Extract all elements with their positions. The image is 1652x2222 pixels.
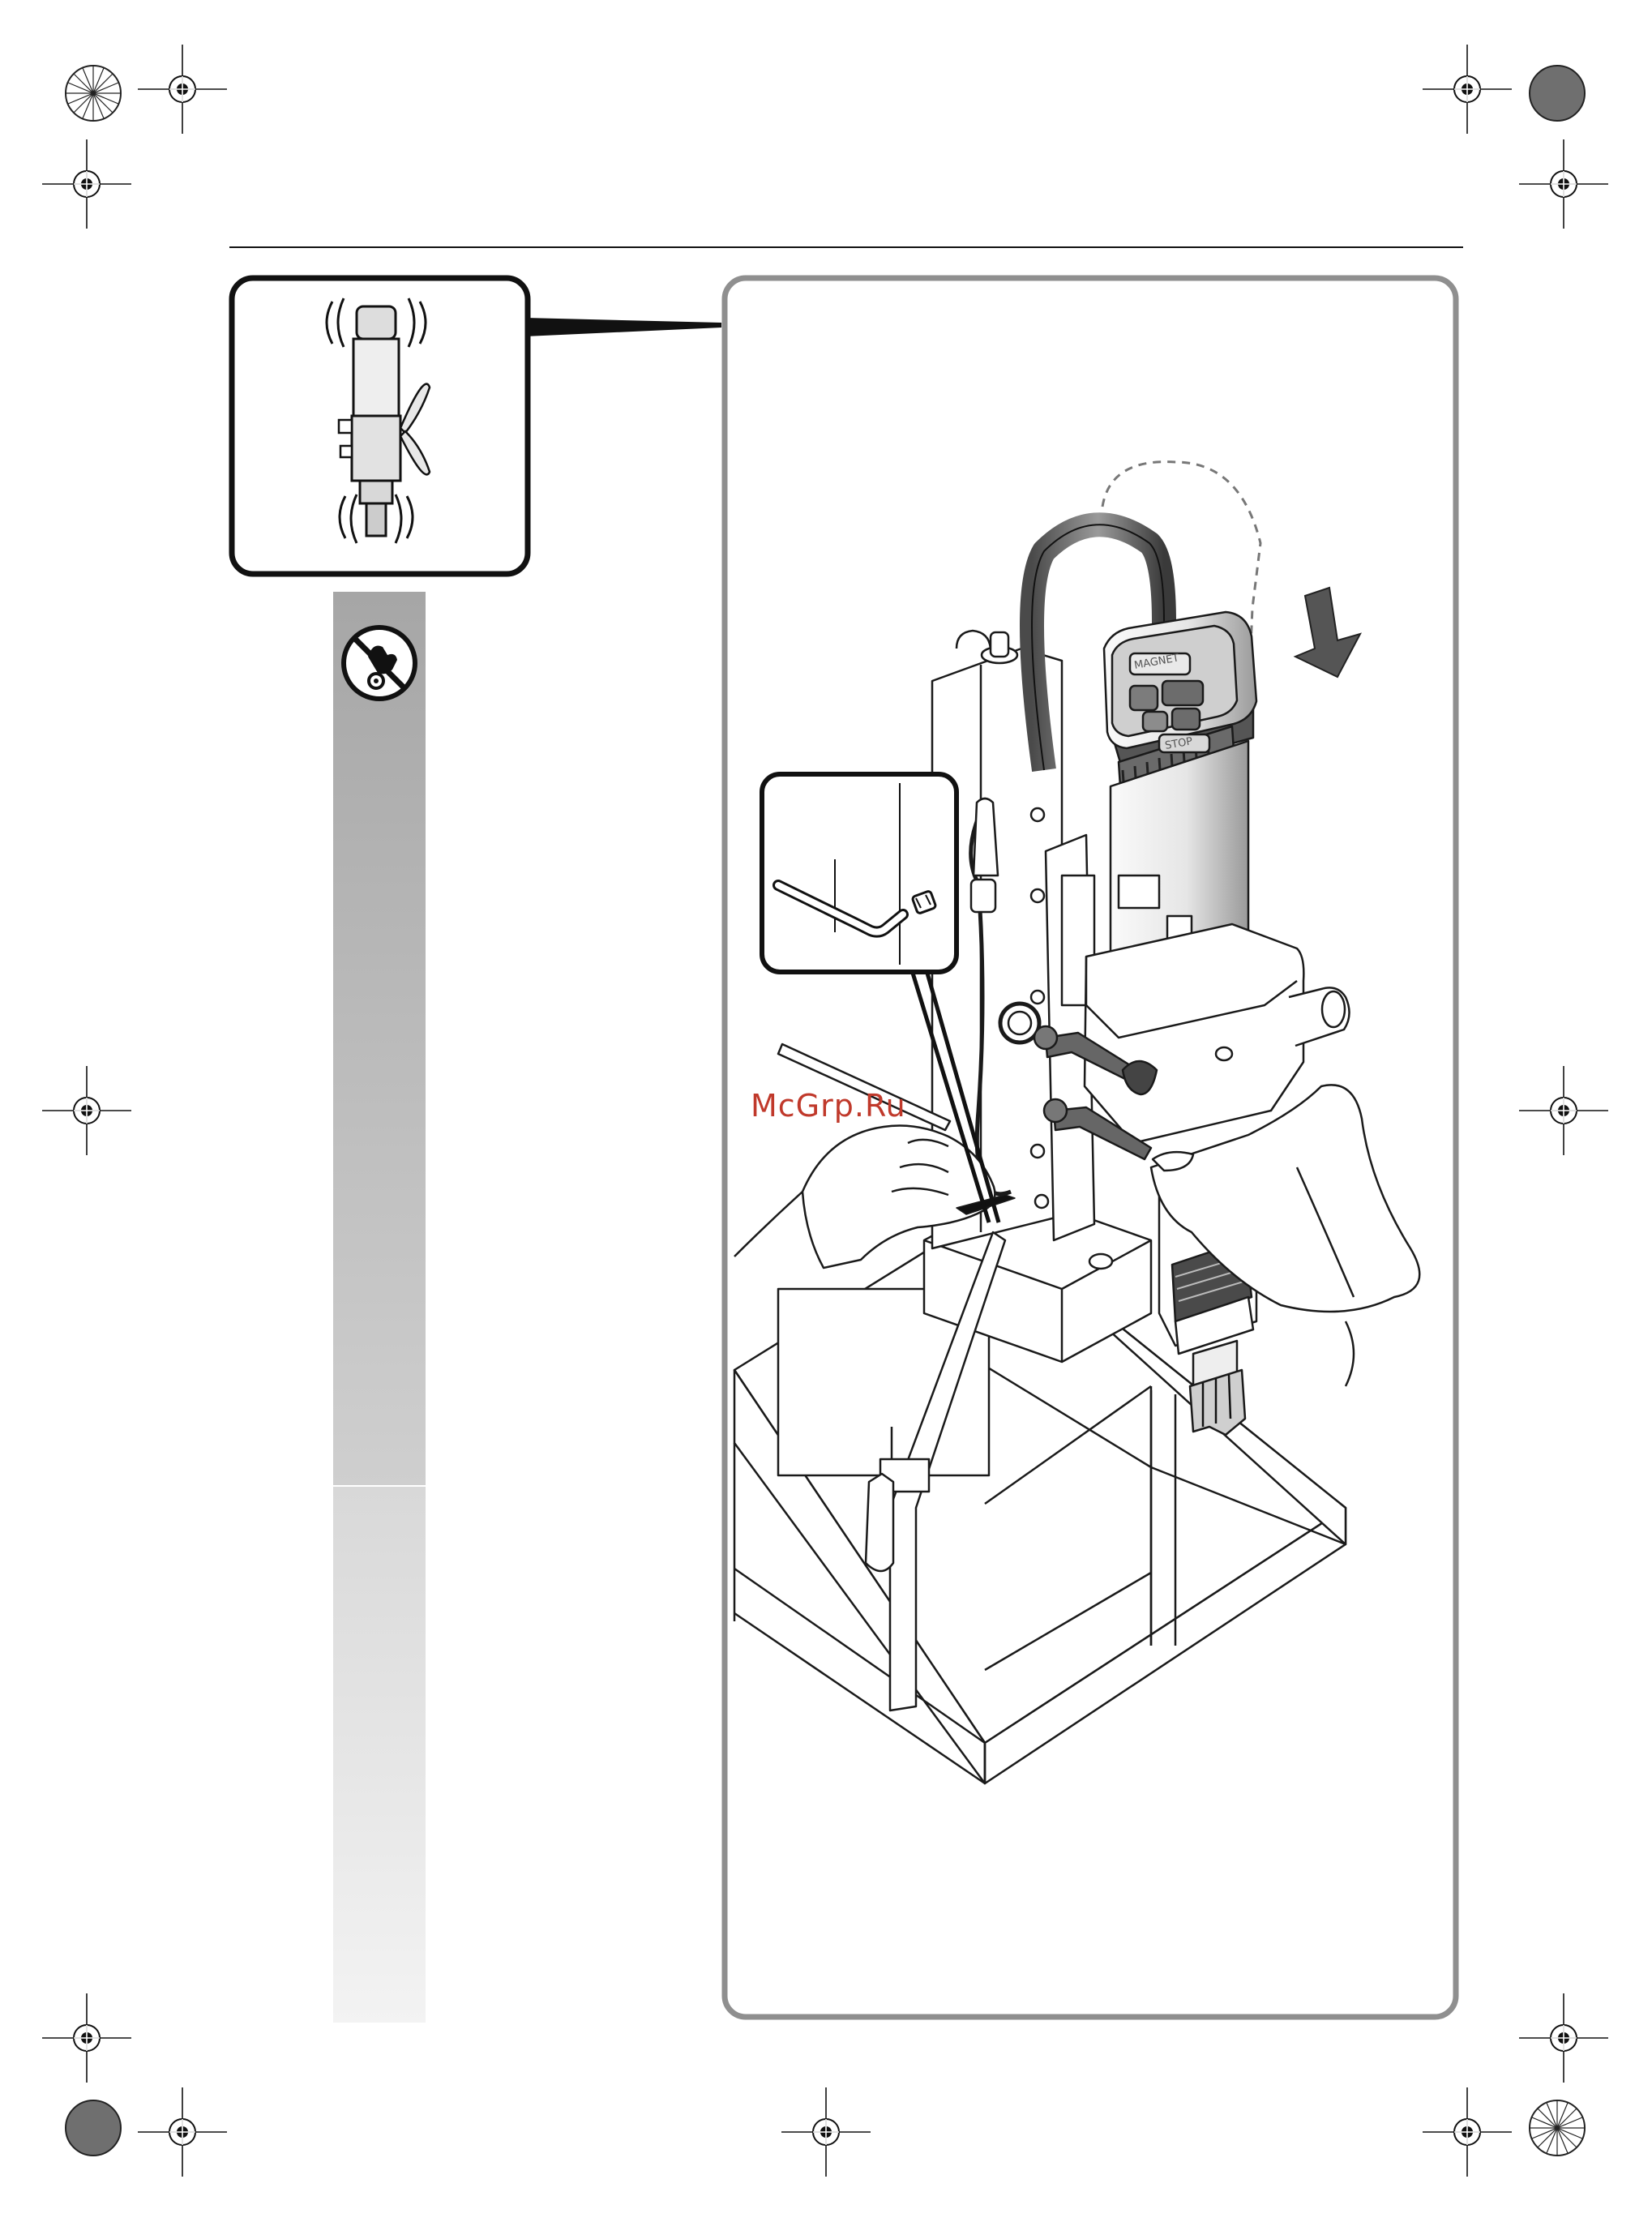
stop-button-label: STOP [1164, 735, 1194, 752]
watermark-text: McGrp.Ru [751, 1088, 906, 1124]
magnet-button-label: MAGNET [1133, 652, 1180, 671]
